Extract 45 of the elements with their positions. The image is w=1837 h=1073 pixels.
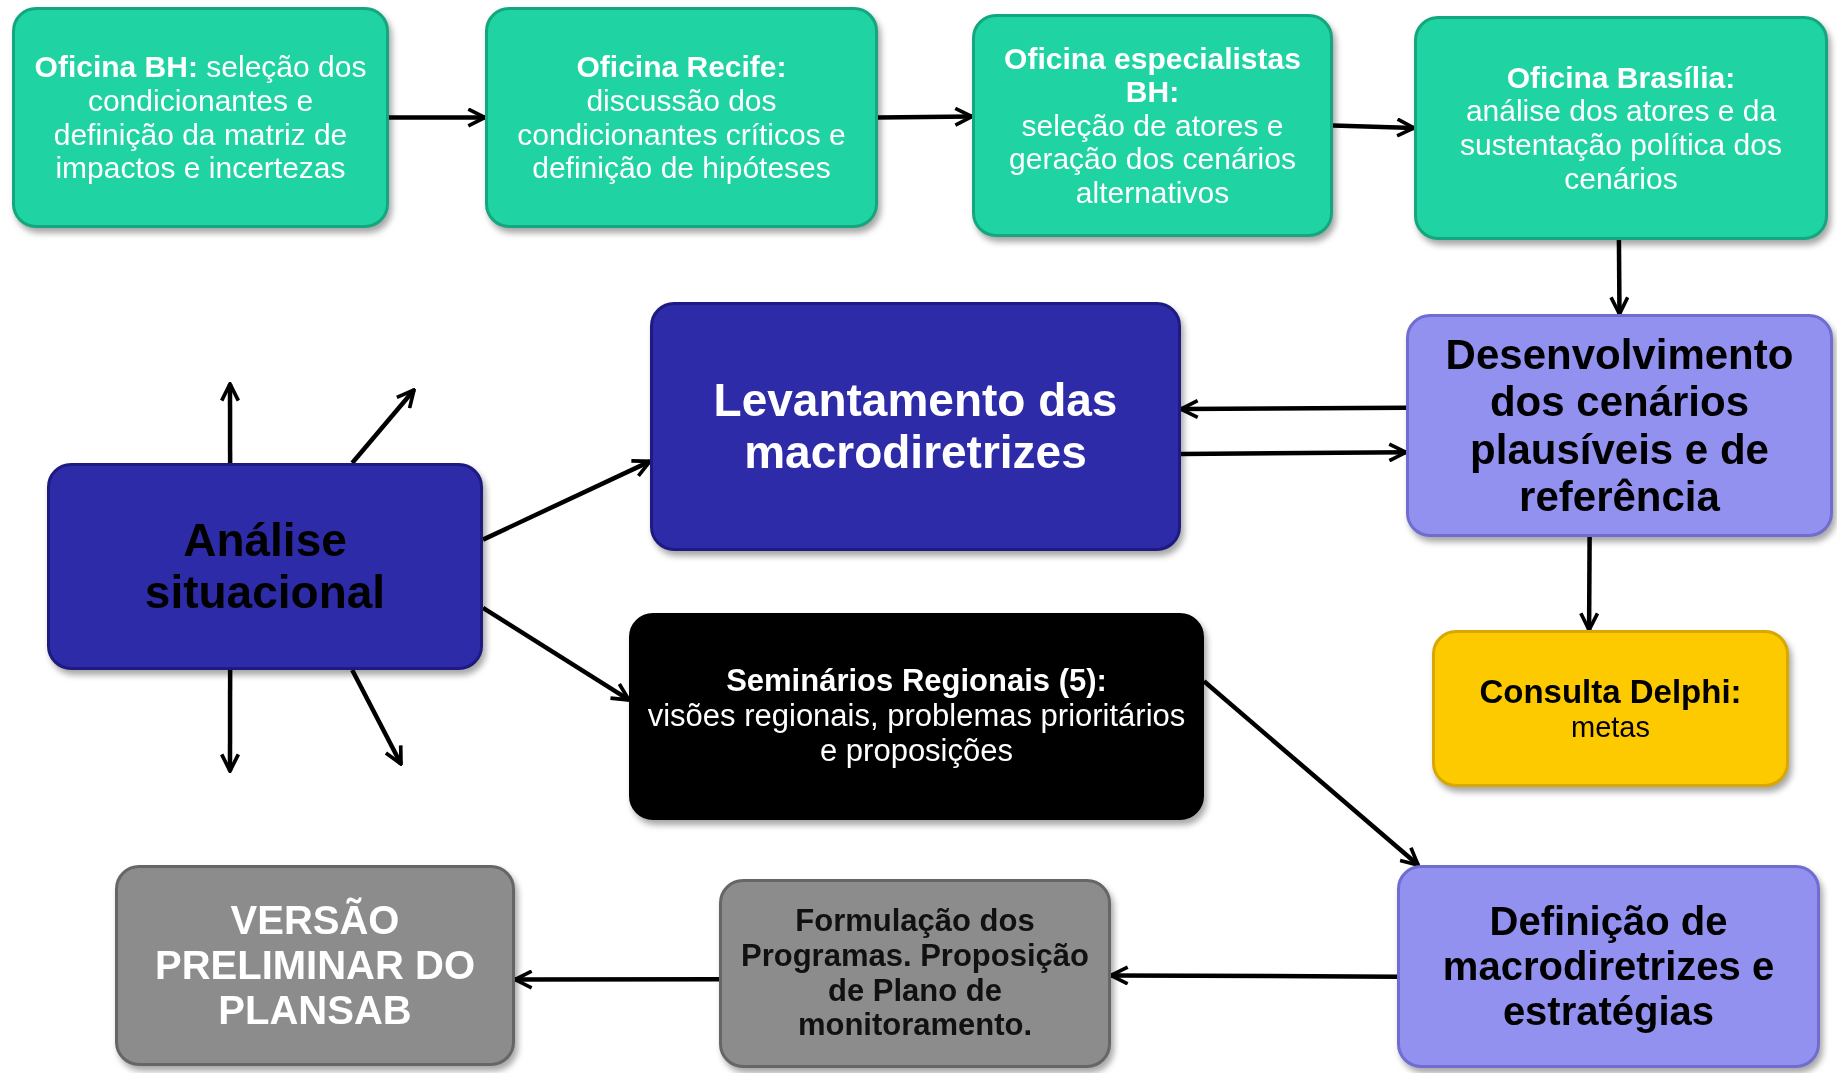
arrow [350,388,416,465]
arrow [219,670,241,773]
process-box [719,879,1111,1068]
heading-text: Oficina Brasília: [1506,60,1736,95]
arrow [389,107,487,128]
body-text: visões regionais, problemas prioritários e proposições [646,699,1187,769]
box-text: Levantamento das macrodiretrizes [712,375,1119,478]
box-text: Análise situacional [143,515,387,618]
arrow [219,382,241,463]
box-text: Oficina BH: seleção dos condicionantes e definição da matriz de impactos e incertezas [33,50,368,185]
heading-text: Oficina Recife: [576,50,787,84]
box-text: Desenvolvimento dos cenários plausíveis e de referência [1444,331,1795,520]
box-text: VERSÃO PRELIMINAR DO PLANSAB [154,898,476,1033]
arrow [1179,398,1406,420]
arrow [1332,117,1416,138]
heading-text: Oficina especialistas BH: [1003,41,1302,109]
body-text: análise dos atores e da sustentação política dos cenários [1459,94,1783,196]
process-box [47,463,483,670]
arrow [481,606,631,702]
heading-text: Consulta Delphi: [1479,673,1742,711]
box-text: Formulação dos Programas. Proposição de Plano de monitoramento. [740,904,1090,1043]
workshop-box [485,7,878,228]
process-box [1406,314,1833,537]
arrow [1202,679,1420,867]
body-text: discussão dos condicionantes críticos e definição de hipóteses [516,83,847,185]
arrow [1109,965,1397,986]
workshop-box [972,14,1333,237]
consultation-box [1432,630,1789,787]
body-text: metas [1571,710,1650,744]
output-box [115,865,515,1066]
arrow [513,969,719,990]
arrow [1181,442,1408,463]
seminar-box [629,613,1204,820]
arrow [1609,240,1630,316]
heading-text: Seminários Regionais (5): [726,664,1107,700]
body-text: seleção de atores e geração dos cenários alternativos [1008,108,1297,210]
arrow [1579,537,1600,632]
process-box [650,302,1181,551]
workshop-box [1414,16,1828,240]
arrow [350,668,403,766]
process-box [1397,865,1820,1068]
arrow [877,106,974,127]
arrow [482,459,652,542]
box-text: Definição de macrodiretrizes e estratégias [1441,899,1776,1034]
workshop-box [12,7,389,228]
